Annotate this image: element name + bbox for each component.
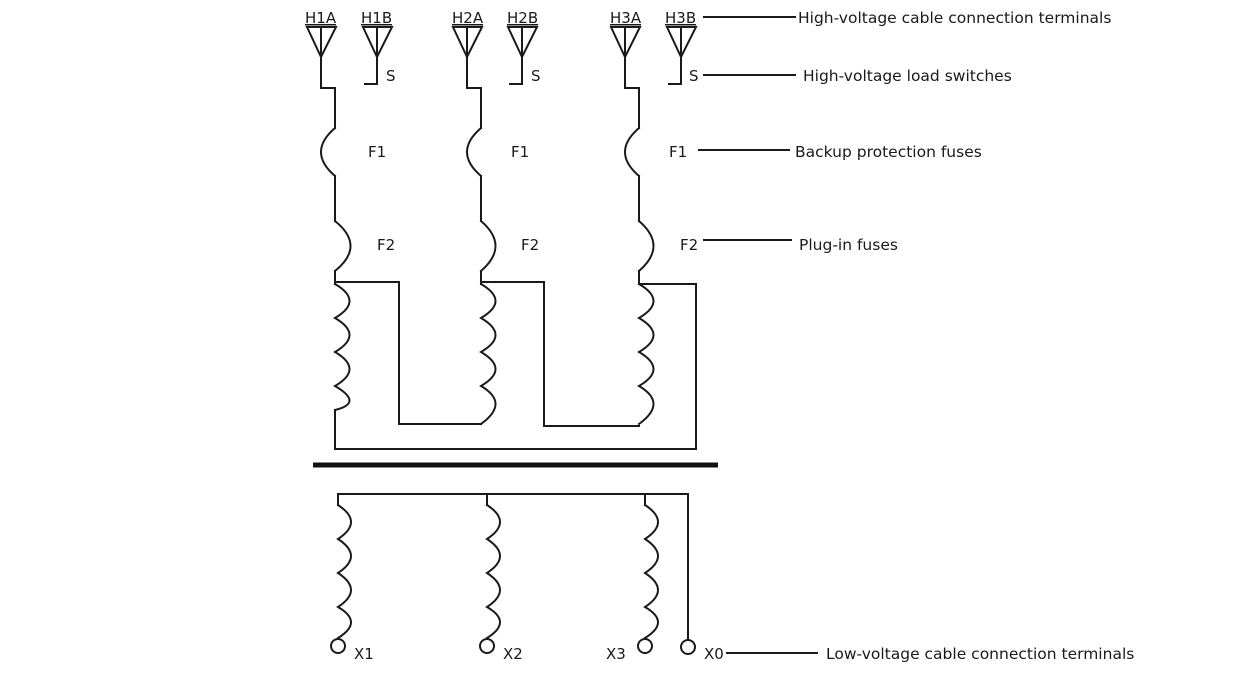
bushing-symbol-h1a — [305, 26, 338, 89]
fuse-label-f1-2: F1 — [511, 143, 529, 161]
fuse-label-f1-3: F1 — [669, 143, 687, 161]
secondary-winding-1 — [336, 493, 352, 640]
load-switch-3 — [624, 83, 682, 129]
lv-label-x1: X1 — [354, 645, 374, 663]
lv-terminal-x1 — [330, 638, 346, 654]
terminal-label-h2a: H2A — [452, 9, 484, 27]
terminal-label-h1b: H1B — [361, 9, 392, 27]
lv-label-x2: X2 — [503, 645, 523, 663]
primary-winding-3 — [637, 282, 655, 426]
backup-fuse-1 — [320, 126, 337, 222]
fuse-label-f2-2: F2 — [521, 236, 539, 254]
switch-label-3: S — [689, 67, 699, 85]
annotation-backup-fuses: Backup protection fuses — [795, 143, 982, 161]
lv-label-x3: X3 — [606, 645, 626, 663]
annotation-leaders — [698, 16, 818, 654]
lv-terminal-x2 — [479, 638, 495, 654]
switch-label-1: S — [386, 67, 396, 85]
lv-terminal-x3 — [637, 638, 653, 654]
plugin-fuse-3 — [637, 219, 655, 285]
backup-fuse-3 — [624, 126, 641, 222]
plugin-fuse-2 — [479, 219, 497, 285]
load-switch-1 — [320, 83, 378, 129]
terminal-label-h2b: H2B — [507, 9, 538, 27]
switch-label-2: S — [531, 67, 541, 85]
primary-winding-2 — [479, 282, 497, 426]
fuse-label-f1-1: F1 — [368, 143, 386, 161]
annotation-plugin-fuses: Plug-in fuses — [799, 236, 898, 254]
bushing-symbol-h1b — [361, 26, 394, 85]
lv-terminal-x0 — [680, 639, 696, 655]
bushing-symbol-h3b — [665, 26, 698, 85]
primary-delta-wiring — [334, 281, 697, 450]
fuse-label-f2-3: F2 — [680, 236, 698, 254]
annotation-hv-terminals: High-voltage cable connection terminals — [798, 9, 1111, 27]
primary-winding-1 — [333, 282, 351, 412]
plugin-fuse-1 — [333, 219, 352, 285]
terminal-label-h1a: H1A — [305, 9, 337, 27]
bushing-symbol-h2b — [506, 26, 539, 85]
load-switch-2 — [466, 83, 523, 129]
lv-label-x0: X0 — [704, 645, 724, 663]
secondary-winding-3 — [643, 493, 659, 640]
terminal-label-h3a: H3A — [610, 9, 642, 27]
secondary-winding-2 — [485, 493, 501, 640]
bushing-symbol-h2a — [451, 26, 484, 89]
bushing-symbol-h3a — [609, 26, 642, 89]
annotation-lv-terminals: Low-voltage cable connection terminals — [826, 645, 1134, 663]
backup-fuse-2 — [466, 126, 483, 222]
terminal-label-h3b: H3B — [665, 9, 696, 27]
secondary-neutral-bus — [337, 493, 689, 641]
fuse-label-f2-1: F2 — [377, 236, 395, 254]
annotation-hv-switches: High-voltage load switches — [803, 67, 1012, 85]
